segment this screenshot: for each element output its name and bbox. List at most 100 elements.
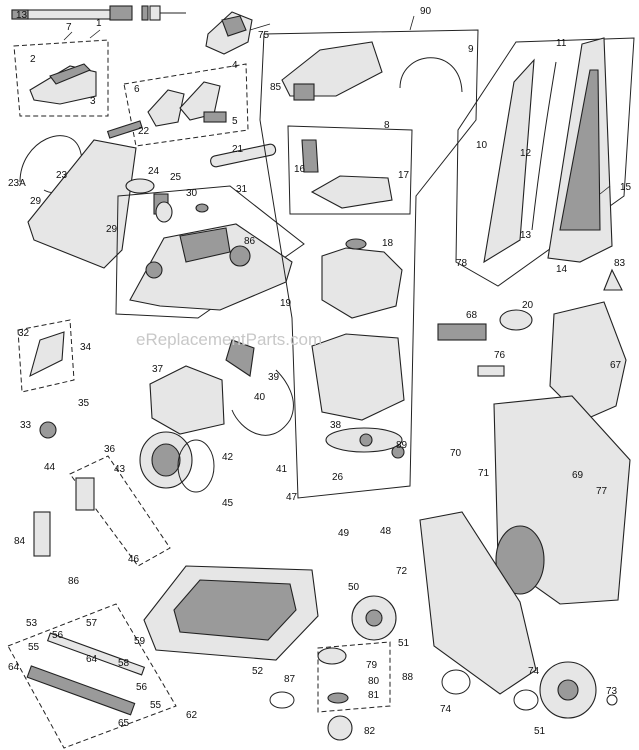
callout-label: 14 bbox=[556, 264, 568, 275]
part-brush-64 bbox=[7, 603, 177, 749]
part-wheel-51-upper bbox=[351, 595, 397, 641]
callout-label: 74 bbox=[528, 666, 540, 677]
callout-label: 19 bbox=[280, 298, 292, 309]
callout-label: 65 bbox=[118, 718, 130, 729]
callout-label: 37 bbox=[152, 364, 164, 375]
callout-label: 36 bbox=[104, 444, 116, 455]
callout-label: 51 bbox=[534, 726, 546, 737]
watermark-text: eReplacementParts.com bbox=[136, 330, 322, 349]
callout-label: 84 bbox=[14, 536, 26, 547]
callout-label: 51 bbox=[398, 638, 410, 649]
callout-label: 38 bbox=[330, 420, 342, 431]
callout-label: 30 bbox=[186, 188, 198, 199]
part-inner-box-8 bbox=[287, 125, 413, 215]
callout-label: 25 bbox=[170, 172, 182, 183]
callout-label: 70 bbox=[450, 448, 462, 459]
callout-label: 57 bbox=[86, 618, 98, 629]
part-wheel-51-lower bbox=[539, 661, 597, 719]
part-cord-12 bbox=[531, 61, 557, 231]
callout-label: 71 bbox=[478, 468, 490, 479]
part-handle-panel-10 bbox=[455, 37, 635, 287]
callout-label: 79 bbox=[366, 660, 378, 671]
callout-label: 85 bbox=[270, 82, 282, 93]
callout-label: 5 bbox=[232, 116, 238, 127]
callout-label: 88 bbox=[402, 672, 414, 683]
callout-label: 6 bbox=[134, 84, 140, 95]
callout-label: 50 bbox=[348, 582, 360, 593]
callout-label: 39 bbox=[268, 372, 280, 383]
part-dashed-box-2-3 bbox=[13, 39, 109, 117]
callout-label: 69 bbox=[572, 470, 584, 481]
callout-label: 78 bbox=[456, 258, 468, 269]
callout-label: 10 bbox=[476, 140, 488, 151]
callout-label: 86 bbox=[244, 236, 256, 247]
callout-label: 59 bbox=[134, 636, 146, 647]
part-small-24-25-30 bbox=[125, 178, 209, 223]
callout-label: 74 bbox=[440, 704, 452, 715]
callout-label: 23A bbox=[8, 178, 26, 189]
callout-label: 12 bbox=[520, 148, 532, 159]
leader-lines bbox=[63, 15, 611, 195]
callout-label: 52 bbox=[252, 666, 264, 677]
callout-label: 44 bbox=[44, 462, 56, 473]
callout-label: 15 bbox=[620, 182, 632, 193]
callout-label: 41 bbox=[276, 464, 288, 475]
part-nozzle-23 bbox=[27, 120, 143, 269]
callout-label: 35 bbox=[78, 398, 90, 409]
part-recovery-tank bbox=[311, 333, 405, 459]
callout-label: 26 bbox=[332, 472, 344, 483]
callout-label: 49 bbox=[338, 528, 350, 539]
callout-label: 13 bbox=[520, 230, 532, 241]
part-lower-body-72 bbox=[419, 511, 537, 695]
callout-label: 4 bbox=[232, 60, 238, 71]
callout-label: 90 bbox=[420, 6, 432, 17]
callout-label: 55 bbox=[150, 700, 162, 711]
part-handle-frame-15 bbox=[547, 37, 613, 263]
callout-label: 73 bbox=[606, 686, 618, 697]
callout-label: 46 bbox=[128, 554, 140, 565]
callout-label: 42 bbox=[222, 452, 234, 463]
callout-label: 56 bbox=[52, 630, 64, 641]
callout-label: 31 bbox=[236, 184, 248, 195]
callout-label: 1 bbox=[96, 18, 102, 29]
part-pump-44 bbox=[33, 455, 171, 567]
callout-label: 24 bbox=[148, 166, 160, 177]
callout-label: 17 bbox=[398, 170, 410, 181]
callout-label: 3 bbox=[90, 96, 96, 107]
callout-label: 22 bbox=[138, 126, 150, 137]
callout-label: 2 bbox=[30, 54, 36, 65]
part-body-70 bbox=[493, 395, 631, 605]
callout-label: 56 bbox=[136, 682, 148, 693]
part-tank-outline-90 bbox=[259, 29, 479, 499]
callout-label: 72 bbox=[396, 566, 408, 577]
callout-label: 68 bbox=[466, 310, 478, 321]
callout-label: 34 bbox=[80, 342, 92, 353]
callout-label: 16 bbox=[294, 164, 306, 175]
callout-label: 9 bbox=[468, 44, 474, 55]
callout-label: 81 bbox=[368, 690, 380, 701]
callout-label: 29 bbox=[30, 196, 42, 207]
part-small-88-group bbox=[269, 641, 618, 741]
part-fan-43 bbox=[139, 431, 215, 493]
callout-labels: 1 7 13 2 3 75 4 6 5 22 21 23A 23 29 29 2… bbox=[8, 6, 632, 737]
callout-label: 67 bbox=[610, 360, 622, 371]
callout-label: 75 bbox=[258, 30, 270, 41]
callout-label: 80 bbox=[368, 676, 380, 687]
part-shroud-31 bbox=[115, 185, 305, 319]
callout-label: 11 bbox=[556, 38, 567, 49]
callout-label: 7 bbox=[66, 22, 72, 33]
callout-label: 32 bbox=[18, 328, 30, 339]
callout-label: 89 bbox=[396, 440, 408, 451]
callout-label: 13 bbox=[16, 10, 28, 21]
callout-label: 40 bbox=[254, 392, 266, 403]
callout-label: 47 bbox=[286, 492, 298, 503]
part-tube-21 bbox=[210, 143, 277, 168]
callout-label: 83 bbox=[614, 258, 626, 269]
callout-label: 64 bbox=[86, 654, 98, 665]
part-hose-wand bbox=[11, 5, 186, 21]
part-base-52 bbox=[143, 565, 319, 661]
part-handle-9 bbox=[399, 57, 463, 93]
callout-label: 33 bbox=[20, 420, 32, 431]
part-small-right bbox=[437, 268, 623, 377]
